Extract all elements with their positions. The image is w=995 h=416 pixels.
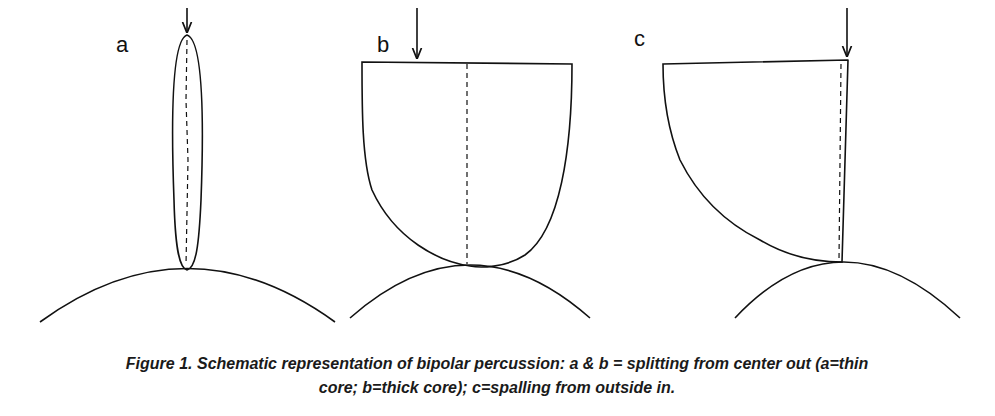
- core: [663, 60, 848, 262]
- anvil: [735, 262, 960, 318]
- force-arrow: [186, 8, 188, 32]
- figure-letter: a: [116, 34, 128, 56]
- fracture-line: [466, 64, 467, 264]
- thin-core: [173, 35, 203, 270]
- anvil: [40, 269, 335, 323]
- force-arrow: [846, 8, 848, 56]
- force-arrow: [416, 8, 418, 58]
- fracture-line: [186, 40, 188, 265]
- thick-core: [362, 62, 572, 267]
- fracture-line: [839, 64, 841, 260]
- figure-caption: Figure 1. Schematic representation of bi…: [107, 352, 887, 400]
- figure-letter: b: [377, 34, 389, 56]
- anvil: [350, 265, 590, 318]
- figure-letter: c: [634, 28, 645, 50]
